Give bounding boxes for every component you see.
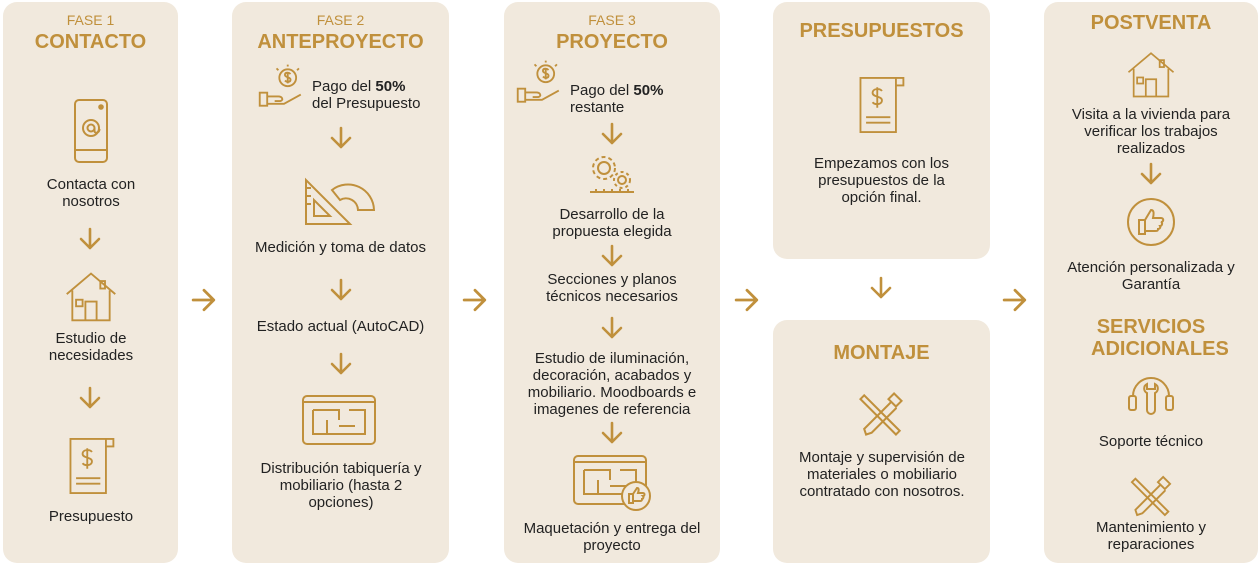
servicios-title: SERVICIOS ADICIONALES xyxy=(1091,316,1229,360)
arrow-down-icon xyxy=(78,386,102,410)
house-icon xyxy=(63,268,119,324)
step-sections-text: Secciones y planos técnicos necesarios xyxy=(546,271,678,305)
phone-at-icon xyxy=(71,98,111,164)
arrow-right-icon xyxy=(1002,287,1028,313)
step-layout-text: Distribución tabiquería y mobiliario (ha… xyxy=(260,460,422,511)
servicio-support-text: Soporte técnico xyxy=(1098,433,1204,450)
arrow-right-icon xyxy=(462,287,488,313)
postventa-panel: POSTVENTA Visita a la vivienda para veri… xyxy=(1044,2,1258,563)
step-contact-text: Contacta con nosotros xyxy=(46,176,136,210)
invoice-icon xyxy=(63,433,119,499)
arrow-down-icon xyxy=(329,126,353,150)
floor-plan-icon xyxy=(298,390,380,450)
payment-percent: 50% xyxy=(633,82,664,99)
ruler-triangle-icon xyxy=(302,162,378,228)
tools-icon xyxy=(1125,470,1177,522)
arrow-down-icon xyxy=(600,244,624,268)
servicio-maintenance-text: Mantenimiento y reparaciones xyxy=(1095,519,1207,553)
presupuestos-title: PRESUPUESTOS xyxy=(799,20,964,42)
step-current-state-text: Estado actual (AutoCAD) xyxy=(256,318,425,335)
postventa-title: POSTVENTA xyxy=(1090,12,1212,34)
step-measure-text: Medición y toma de datos xyxy=(255,239,426,256)
step-needs-text: Estudio de necesidades xyxy=(48,330,134,364)
payment-percent: 50% xyxy=(375,78,406,95)
arrow-down-icon xyxy=(869,276,893,300)
phase1-title: CONTACTO xyxy=(34,31,147,53)
phase1-number: FASE 1 xyxy=(66,12,115,28)
phase1-panel: FASE 1 CONTACTO Contacta con nosotros Es… xyxy=(3,2,178,563)
floor-plan-thumb-icon xyxy=(570,450,656,514)
arrow-down-icon xyxy=(600,122,624,146)
payment-post: restante xyxy=(570,99,625,116)
phase3-panel: FASE 3 PROYECTO Pago del 50% restante De… xyxy=(504,2,720,563)
arrow-right-icon xyxy=(734,287,760,313)
montaje-panel: MONTAJE Montaje y supervisión de materia… xyxy=(773,320,990,563)
phase2-number: FASE 2 xyxy=(316,12,365,28)
headset-wrench-icon xyxy=(1127,370,1175,420)
payment-post: del Presupuesto xyxy=(312,95,421,112)
hand-coin-icon xyxy=(256,64,312,112)
payment-pre: Pago del xyxy=(312,78,376,95)
house-icon xyxy=(1125,48,1177,100)
thumbs-up-icon xyxy=(1125,196,1177,248)
hand-coin-icon xyxy=(514,60,570,108)
step-delivery-text: Maquetación y entrega del proyecto xyxy=(523,520,701,554)
arrow-down-icon xyxy=(1139,162,1163,186)
step-development-text: Desarrollo de la propuesta elegida xyxy=(552,206,672,240)
phase3-title: PROYECTO xyxy=(556,31,668,53)
phase2-panel: FASE 2 ANTEPROYECTO Pago del 50% del Pre… xyxy=(232,2,449,563)
montaje-title: MONTAJE xyxy=(833,342,930,364)
phase3-number: FASE 3 xyxy=(588,12,636,28)
step-lighting-text: Estudio de iluminación, decoración, acab… xyxy=(527,350,697,418)
phase2-title: ANTEPROYECTO xyxy=(257,31,424,53)
presupuestos-panel: PRESUPUESTOS Empezamos con los presupues… xyxy=(773,2,990,259)
gears-icon xyxy=(588,154,636,196)
arrow-down-icon xyxy=(78,227,102,251)
arrow-right-icon xyxy=(191,287,217,313)
montaje-text: Montaje y supervisión de materiales o mo… xyxy=(799,449,965,500)
payment-text: Pago del 50% restante xyxy=(570,82,710,116)
postventa-attention-text: Atención personalizada y Garantía xyxy=(1067,259,1235,293)
arrow-down-icon xyxy=(600,421,624,445)
presupuestos-text: Empezamos con los presupuestos de la opc… xyxy=(813,155,950,206)
postventa-visit-text: Visita a la vivienda para verificar los … xyxy=(1071,106,1231,157)
invoice-icon xyxy=(853,72,909,138)
arrow-down-icon xyxy=(329,352,353,376)
arrow-down-icon xyxy=(329,278,353,302)
tools-icon xyxy=(853,386,909,442)
payment-pre: Pago del xyxy=(570,82,634,99)
arrow-down-icon xyxy=(600,316,624,340)
step-budget-text: Presupuesto xyxy=(48,508,134,525)
payment-text: Pago del 50% del Presupuesto xyxy=(312,78,432,112)
